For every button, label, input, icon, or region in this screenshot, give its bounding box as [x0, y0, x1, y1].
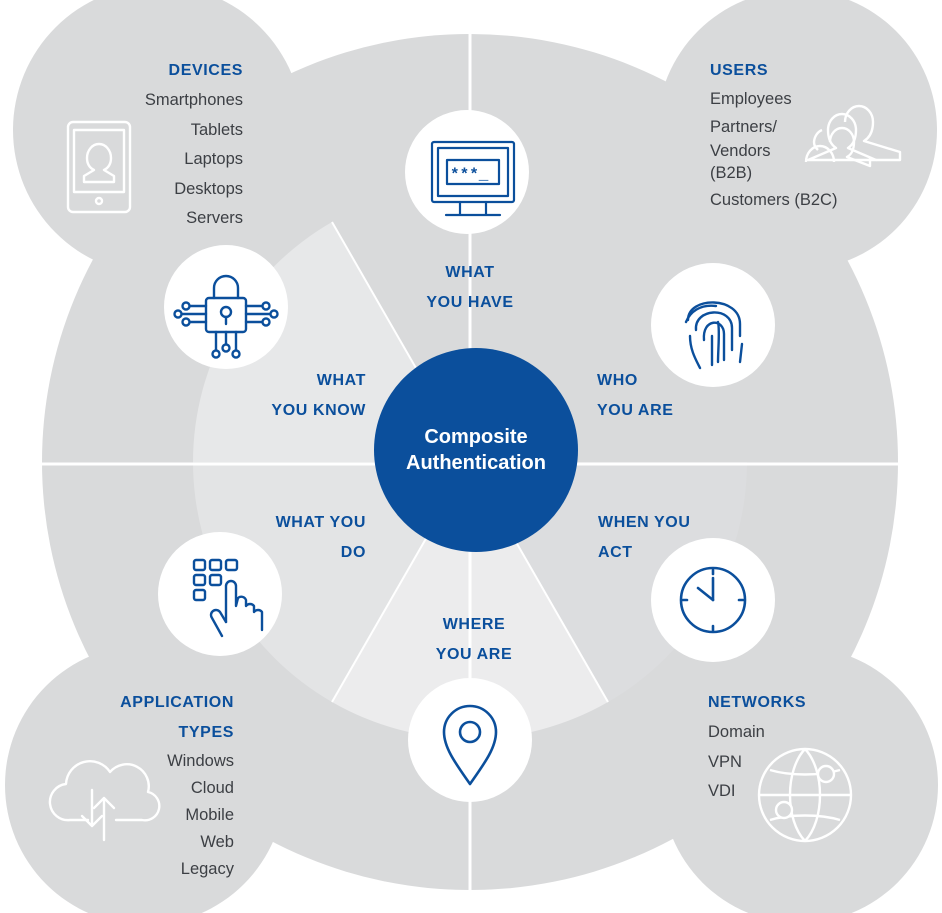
- application-types-item: Web: [200, 833, 234, 851]
- label-who-you-are-line-1: WHO: [597, 372, 638, 389]
- application-types-panel: APPLICATION TYPES Windows Cloud Mobile W…: [60, 688, 234, 883]
- users-group-icon: [804, 104, 902, 168]
- label-when-you-act-line-1: WHEN YOU: [598, 514, 691, 531]
- users-panel: USERS Employees Partners/ Vendors (B2B) …: [710, 56, 900, 214]
- users-item: (B2B): [710, 164, 753, 182]
- label-what-you-do-line-1: WHAT YOU: [275, 514, 366, 531]
- svg-text:***_: ***_: [450, 166, 489, 184]
- label-what-you-have-line-1: WHAT: [445, 264, 495, 281]
- devices-item: Laptops: [184, 150, 243, 168]
- networks-heading: NETWORKS: [708, 694, 807, 711]
- fingerprint-icon: [684, 301, 744, 370]
- label-when-you-act: WHEN YOU ACT: [598, 508, 728, 568]
- users-item: Customers (B2C): [710, 191, 838, 209]
- application-types-item: Cloud: [190, 779, 234, 797]
- application-types-item: Windows: [167, 752, 234, 770]
- users-item: Partners/: [710, 118, 777, 136]
- devices-item: Desktops: [174, 179, 243, 198]
- label-where-you-are-line-1: WHERE: [442, 616, 506, 633]
- label-where-you-are-line-2: YOU ARE: [435, 646, 513, 663]
- networks-item: VDI: [708, 782, 736, 800]
- center-circle: [374, 348, 578, 552]
- clock-icon: [679, 566, 747, 634]
- password-monitor-icon: ***_: [430, 140, 516, 217]
- center-label: Composite Authentication: [376, 424, 576, 476]
- application-types-item: Mobile: [185, 806, 234, 824]
- label-what-you-do: WHAT YOU DO: [236, 508, 366, 568]
- application-types-heading-line-1: APPLICATION: [120, 694, 234, 711]
- label-what-you-have-line-2: YOU HAVE: [426, 294, 514, 311]
- devices-heading: DEVICES: [168, 62, 243, 79]
- label-what-you-know-line-2: YOU KNOW: [271, 402, 366, 419]
- tablet-user-icon: [66, 120, 132, 214]
- networks-panel: NETWORKS Domain VPN VDI: [708, 688, 868, 807]
- application-types-heading-line-2: TYPES: [178, 724, 234, 741]
- devices-item: Tablets: [190, 120, 243, 139]
- sector-what-you-do: [193, 462, 470, 702]
- users-heading: USERS: [710, 62, 769, 79]
- users-item: Vendors: [710, 142, 771, 160]
- devices-panel: DEVICES Smartphones Tablets Laptops Desk…: [100, 56, 243, 234]
- keypad-touch-icon: [192, 558, 264, 638]
- networks-item: Domain: [708, 723, 765, 741]
- devices-item: Smartphones: [144, 91, 243, 109]
- application-types-item: Legacy: [180, 860, 234, 878]
- label-who-you-are: WHO YOU ARE: [597, 366, 727, 426]
- globe-network-icon: [757, 747, 853, 843]
- label-who-you-are-line-2: YOU ARE: [597, 402, 674, 419]
- circuit-lock-icon: [173, 274, 279, 359]
- label-what-you-do-line-2: DO: [340, 544, 366, 561]
- label-when-you-act-line-2: ACT: [598, 544, 633, 561]
- location-pin-icon: [442, 704, 498, 786]
- label-what-you-know-line-1: WHAT: [316, 372, 366, 389]
- label-what-you-know: WHAT YOU KNOW: [236, 366, 366, 426]
- users-item: Employees: [710, 90, 792, 108]
- center-label-line-1: Composite: [424, 426, 528, 448]
- label-where-you-are: WHERE YOU ARE: [404, 610, 544, 670]
- label-what-you-have: WHAT YOU HAVE: [397, 258, 543, 318]
- cloud-sync-icon: [48, 760, 161, 842]
- networks-item: VPN: [708, 752, 742, 771]
- devices-item: Servers: [186, 209, 243, 227]
- center-label-line-2: Authentication: [406, 452, 546, 474]
